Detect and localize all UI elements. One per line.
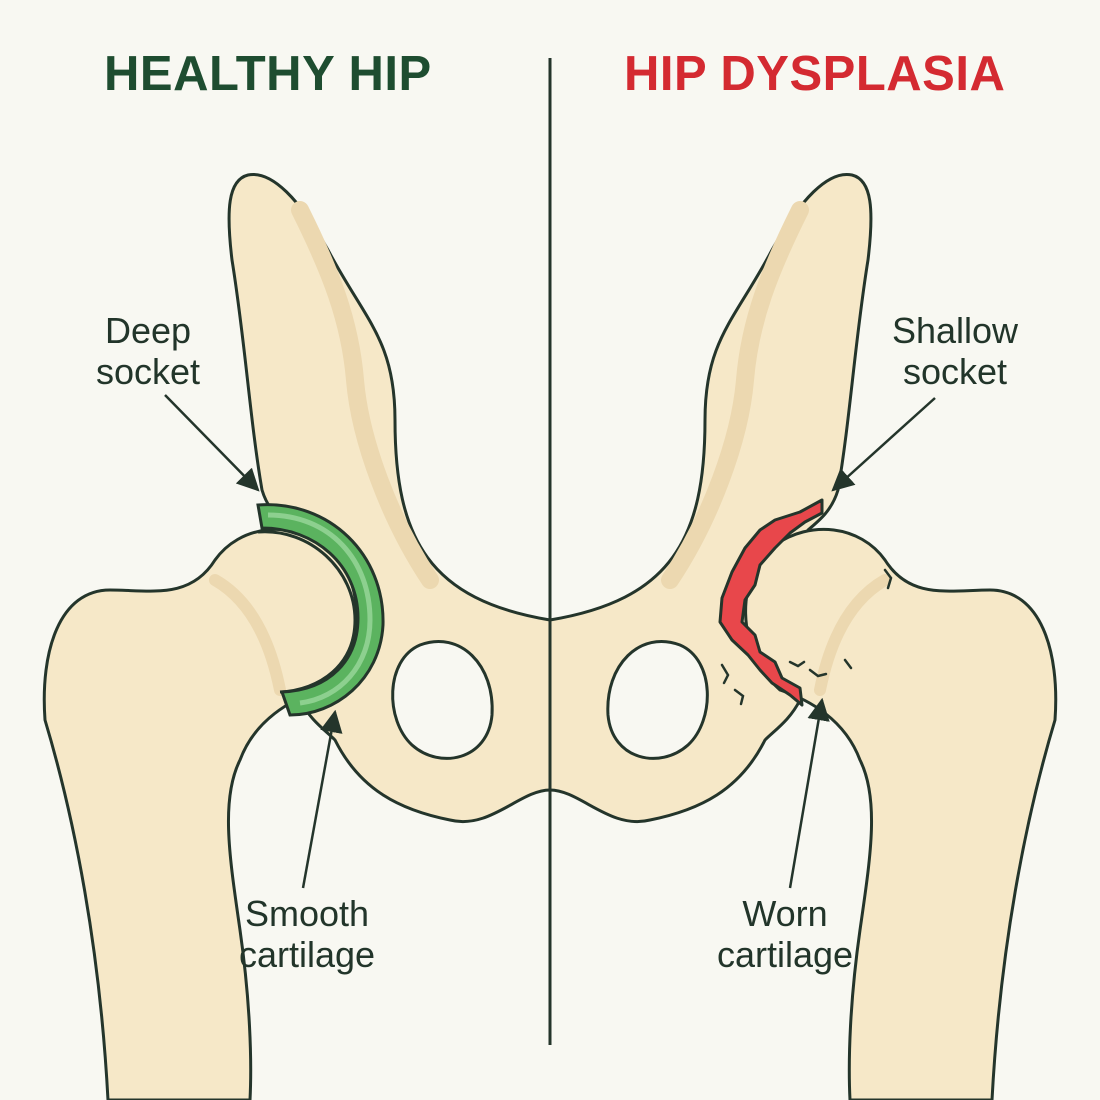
healthy-femur [44,505,383,1100]
obturator-foramen-right [608,641,708,758]
obturator-foramen-left [393,641,493,758]
shallow-socket-label: Shallow socket [870,310,1040,392]
worn-cartilage-arrow [790,700,822,888]
deep-socket-label: Deep socket [78,310,218,392]
hip-dysplasia-title: HIP DYSPLASIA [624,46,1005,102]
dysplasia-femur [720,500,1056,1100]
smooth-cartilage-arrow [303,712,335,888]
deep-socket-arrow [165,395,258,490]
healthy-hip-title: HEALTHY HIP [104,46,432,102]
smooth-cartilage-label: Smooth cartilage [222,893,392,975]
worn-cartilage-label: Worn cartilage [700,893,870,975]
dysplasia-femur-shape [746,529,1056,1100]
healthy-femur-shape [44,529,356,1100]
